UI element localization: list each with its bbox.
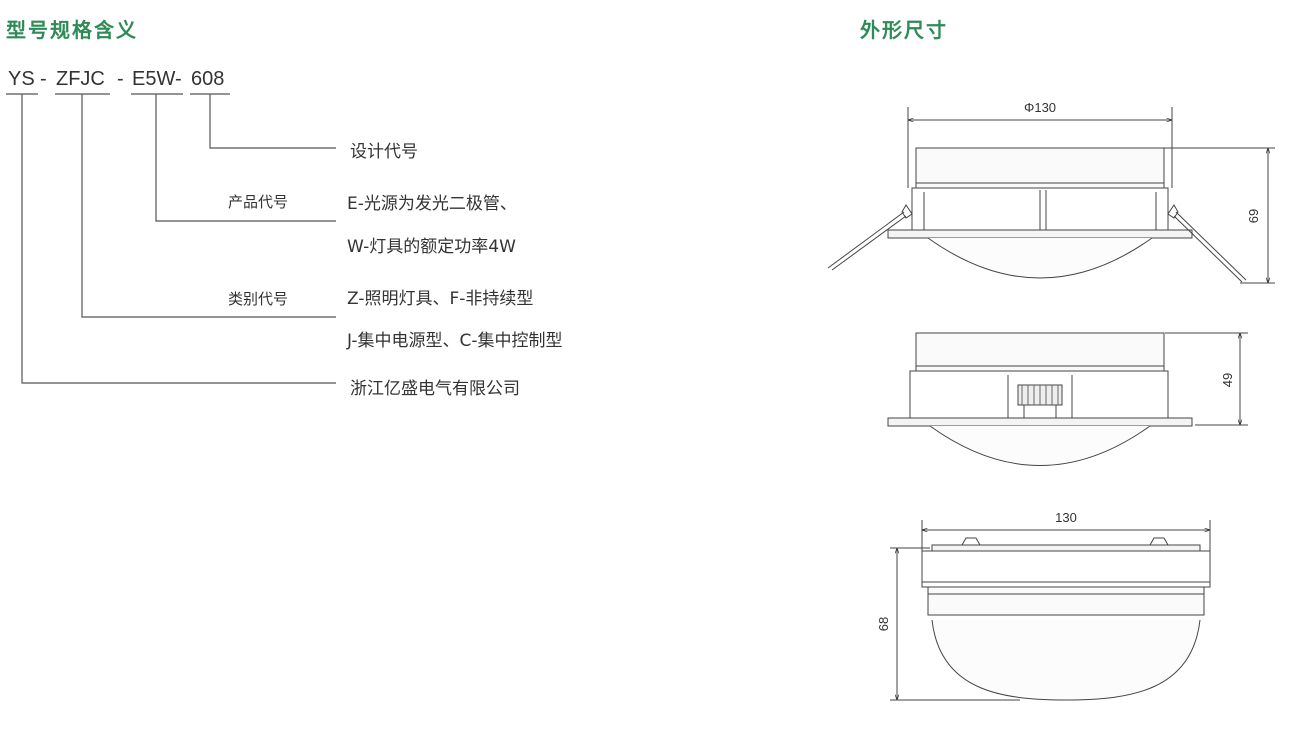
top-view-height-label: 69: [1246, 209, 1261, 223]
category-code-desc-2: J-集中电源型、C-集中控制型: [347, 331, 563, 351]
product-code-desc-1: E-光源为发光二极管、: [347, 194, 517, 214]
section-title-model-meaning: 型号规格含义: [6, 18, 138, 42]
product-code-label: 产品代号: [228, 193, 289, 211]
top-view-width-label: Φ130: [1024, 100, 1056, 115]
top-view: [827, 107, 1275, 283]
middle-view: [887, 333, 1248, 466]
bottom-view-height-label: 68: [876, 617, 891, 631]
code-part-e5w: E5W-: [132, 68, 182, 90]
section-title-dimensions: 外形尺寸: [860, 18, 948, 42]
code-part-ys: YS: [8, 68, 35, 90]
category-code-desc-1: Z-照明灯具、F-非持续型: [347, 289, 534, 309]
code-separator: -: [40, 68, 47, 90]
bottom-view: [890, 520, 1210, 700]
design-code-label: 设计代号: [350, 142, 418, 162]
code-part-zfjc: ZFJC: [56, 68, 105, 90]
bottom-view-width-label: 130: [1055, 510, 1077, 525]
product-code-desc-2: W-灯具的额定功率4W: [347, 237, 516, 257]
code-separator: -: [117, 68, 124, 90]
code-part-608: 608: [191, 68, 225, 90]
company-name: 浙江亿盛电气有限公司: [350, 379, 520, 399]
category-code-label: 类别代号: [228, 290, 289, 308]
middle-view-height-label: 49: [1220, 373, 1235, 387]
